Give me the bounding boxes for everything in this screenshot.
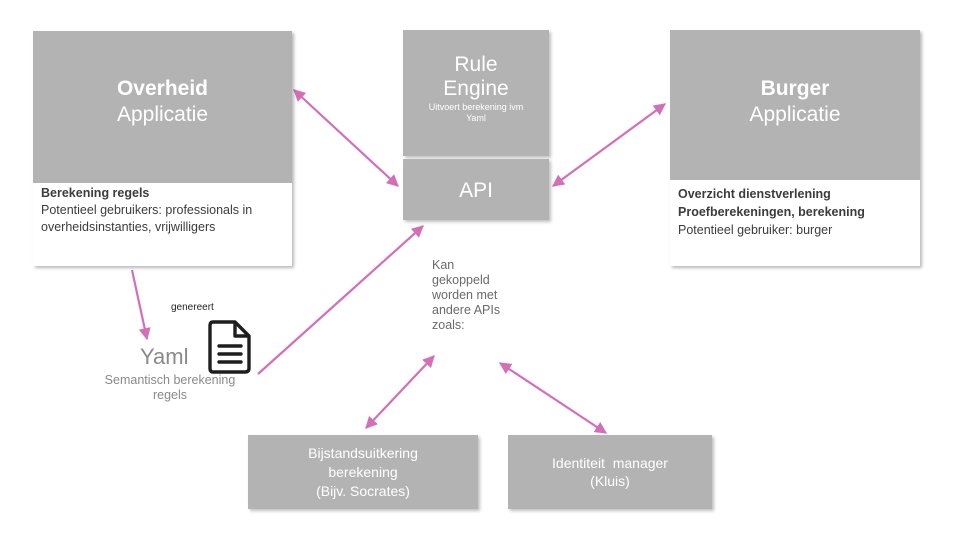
yaml-desc-line: Semantisch berekening (104, 373, 236, 387)
rule-engine-subtitle: Yaml (466, 113, 486, 123)
overheid-title-bold: Overheid (116, 77, 209, 100)
rule-engine-subtitle: Uitvoert berekening ivm (428, 102, 524, 112)
burger-applicatie-header: Burger Applicatie (670, 30, 920, 180)
arrow-overheid-api (293, 89, 399, 187)
apis-note-line: Kan (432, 258, 455, 272)
arrow-api-identiteit (498, 362, 608, 434)
overheid-title: Applicatie (116, 103, 209, 126)
burger-description: Overzicht dienstverlening Proefberekenin… (670, 185, 920, 266)
burger-desc-bold: Proefberekeningen, berekening (678, 205, 865, 219)
document-icon (208, 320, 251, 374)
bijstandsuitkering-box: Bijstandsuitkering berekening (Bijv. Soc… (248, 435, 478, 509)
burger-title: Applicatie (749, 103, 841, 126)
bijstand-line: (Bijv. Socrates) (316, 483, 410, 499)
identiteit-manager-box: Identiteit manager (Kluis) (508, 435, 712, 509)
burger-desc-bold: Overzicht dienstverlening (678, 187, 831, 201)
burger-desc-line: Potentieel gebruiker: burger (678, 223, 833, 237)
overheid-desc-title: Berekening regels (41, 186, 150, 200)
yaml-desc-line: regels (152, 388, 188, 402)
identiteit-line: Identiteit manager (552, 455, 668, 471)
overheid-desc-line: overheidsinstanties, vrijwilligers (41, 220, 216, 234)
arrow-overheid-yaml (130, 269, 151, 341)
rule-engine-title: Engine (443, 77, 509, 100)
arrow-api-bijstand (365, 355, 435, 429)
overheid-description: Berekening regels Potentieel gebruikers:… (33, 185, 292, 266)
rule-engine-box: Rule Engine Uitvoert berekening ivm Yaml (403, 30, 549, 156)
overheid-applicatie-card: Overheid Applicatie Berekening regels Po… (33, 31, 292, 266)
bijstand-line: berekening (328, 464, 398, 480)
apis-note-line: andere APIs (432, 303, 501, 317)
overheid-applicatie-header: Overheid Applicatie (33, 31, 292, 183)
bijstand-line: Bijstandsuitkering (308, 445, 418, 461)
arrow-yaml-api (257, 225, 424, 375)
apis-note-line: worden met (432, 288, 498, 302)
burger-title-bold: Burger (760, 77, 830, 100)
arrow-burger-api (552, 103, 666, 187)
api-label: API (459, 179, 493, 202)
yaml-title: Yaml (140, 344, 189, 369)
api-box: API (403, 159, 549, 220)
genereert-label: genereert (171, 302, 214, 313)
apis-note: Kan gekoppeld worden met andere APIs zoa… (432, 258, 500, 333)
apis-note-line: zoals: (432, 318, 465, 332)
rule-engine-title: Rule (454, 53, 498, 76)
apis-note-line: gekoppeld (432, 273, 490, 287)
overheid-desc-line: Potentieel gebruikers: professionals in (41, 203, 253, 217)
yaml-description: Semantisch berekening regels (80, 373, 260, 403)
identiteit-line: (Kluis) (590, 473, 630, 489)
burger-applicatie-card: Burger Applicatie Overzicht dienstverlen… (670, 30, 920, 266)
